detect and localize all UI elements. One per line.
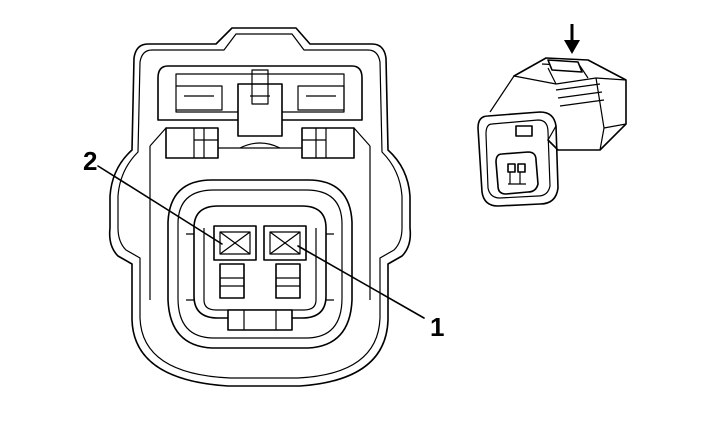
leader-line-2 [97, 165, 223, 245]
latch-inner [175, 73, 345, 113]
connector-perspective-view [477, 24, 627, 207]
latch-frame [157, 65, 363, 121]
terminal-cavity-outer [167, 179, 353, 349]
terminal-2[interactable] [213, 225, 257, 299]
latch-tab[interactable] [237, 83, 283, 137]
latch-tab-slot [251, 69, 269, 105]
terminal-1[interactable] [263, 225, 307, 299]
connector-housing-inner-outline [117, 33, 403, 379]
small-connector-cavity [495, 151, 539, 195]
small-connector-front [477, 111, 559, 207]
down-arrow-icon [564, 24, 580, 54]
pin-label-1: 1 [430, 312, 444, 342]
pin-label-2: 2 [83, 146, 97, 176]
lock-ramp-right [301, 127, 355, 159]
leader-line-1 [297, 245, 425, 319]
terminal-cavity-inner [193, 205, 327, 319]
terminal-cavity-mid [177, 189, 343, 339]
keyway [227, 309, 293, 331]
connector-face-view: 2 1 [83, 27, 444, 387]
lock-ramp-left [165, 127, 219, 159]
connector-housing-outline [108, 27, 412, 387]
